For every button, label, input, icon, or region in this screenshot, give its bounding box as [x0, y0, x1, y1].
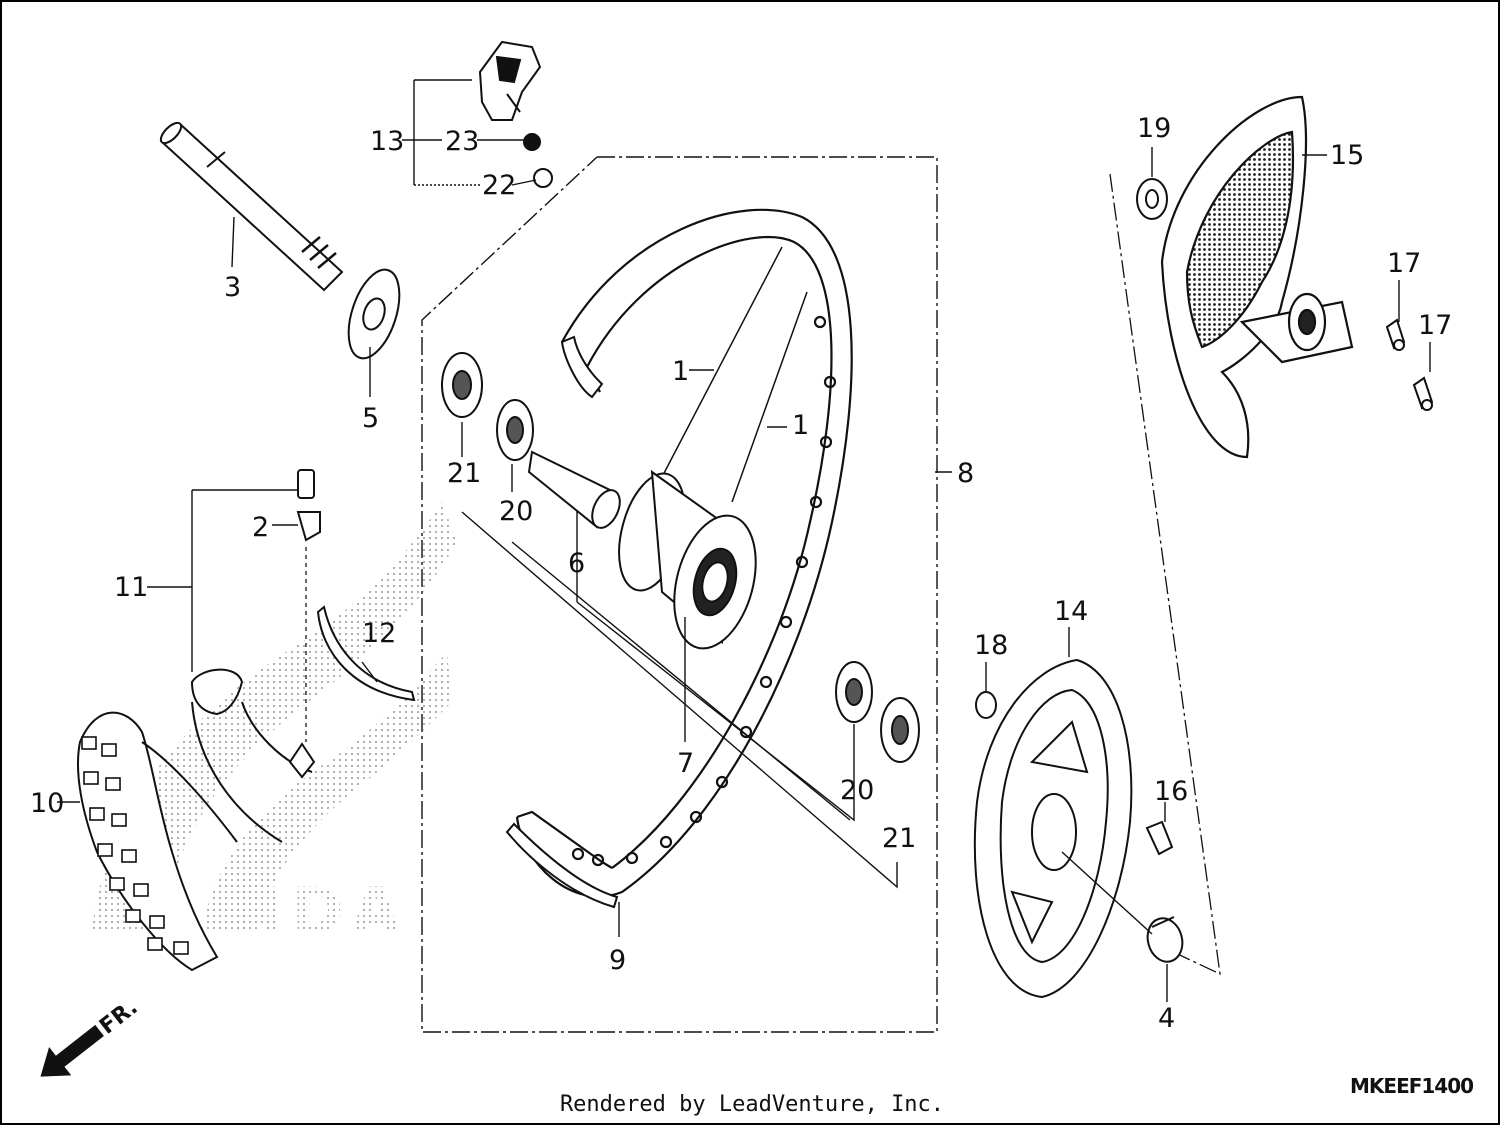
callout-16: 16 [1154, 776, 1188, 807]
callout-14: 14 [1054, 596, 1088, 627]
callout-10: 10 [30, 788, 64, 819]
valve-stem [296, 469, 321, 742]
callout-17b: 17 [1418, 310, 1452, 341]
front-axle [159, 121, 344, 292]
front-direction-arrow-icon: FR. [40, 995, 143, 1077]
tire [77, 711, 238, 972]
wheel-hub [618, 469, 757, 650]
callout-23: 23 [445, 126, 479, 157]
callout-21b: 21 [882, 823, 916, 854]
leader-lines [57, 79, 1431, 1002]
cover-bolts [1385, 318, 1434, 411]
callout-22: 22 [482, 170, 516, 201]
callout-18: 18 [974, 630, 1008, 661]
wheel-assembly-box [421, 156, 938, 1033]
callout-20b: 20 [840, 775, 874, 806]
callout-15: 15 [1330, 140, 1364, 171]
callout-21a: 21 [447, 458, 481, 489]
cover-nut [1136, 178, 1168, 220]
callout-3: 3 [224, 272, 241, 303]
callout-13: 13 [370, 126, 404, 157]
rim-strip [316, 605, 416, 702]
callout-19: 19 [1137, 113, 1171, 144]
callout-9: 9 [609, 945, 626, 976]
callout-12: 12 [362, 618, 396, 649]
bearings-right [835, 661, 920, 763]
direction-label: FR. [95, 995, 142, 1040]
svg-text:NDA: NDA [232, 874, 407, 947]
callout-1b: 1 [792, 410, 809, 441]
footer-credit: Rendered by LeadVenture, Inc. [559, 1092, 945, 1117]
callout-11: 11 [114, 572, 148, 603]
spoke-nipples [571, 315, 837, 867]
drawing-code: MKEEF1400 [1350, 1074, 1474, 1098]
callout-17a: 17 [1387, 248, 1421, 279]
callout-1a: 1 [672, 356, 689, 387]
side-collar [347, 268, 401, 360]
bearings-left [441, 352, 621, 529]
honda-watermark: NDA [92, 502, 457, 947]
callout-20a: 20 [499, 496, 533, 527]
callout-4: 4 [1158, 1003, 1175, 1034]
disc-cover [1160, 95, 1354, 459]
sensor-bracket [478, 40, 553, 188]
disc-hardware [975, 691, 1184, 963]
callouts: 1 1 2 3 4 5 6 7 8 9 10 11 12 13 14 15 16… [30, 113, 1452, 1034]
tire-knobs [81, 736, 189, 955]
inner-tube [190, 668, 316, 843]
brake-disc [973, 658, 1133, 999]
callout-5: 5 [362, 403, 379, 434]
spokes [661, 246, 808, 503]
rim-band [505, 335, 619, 909]
callout-8: 8 [957, 458, 974, 489]
callout-6: 6 [568, 548, 585, 579]
callout-7: 7 [677, 748, 694, 779]
callout-2: 2 [252, 512, 269, 543]
